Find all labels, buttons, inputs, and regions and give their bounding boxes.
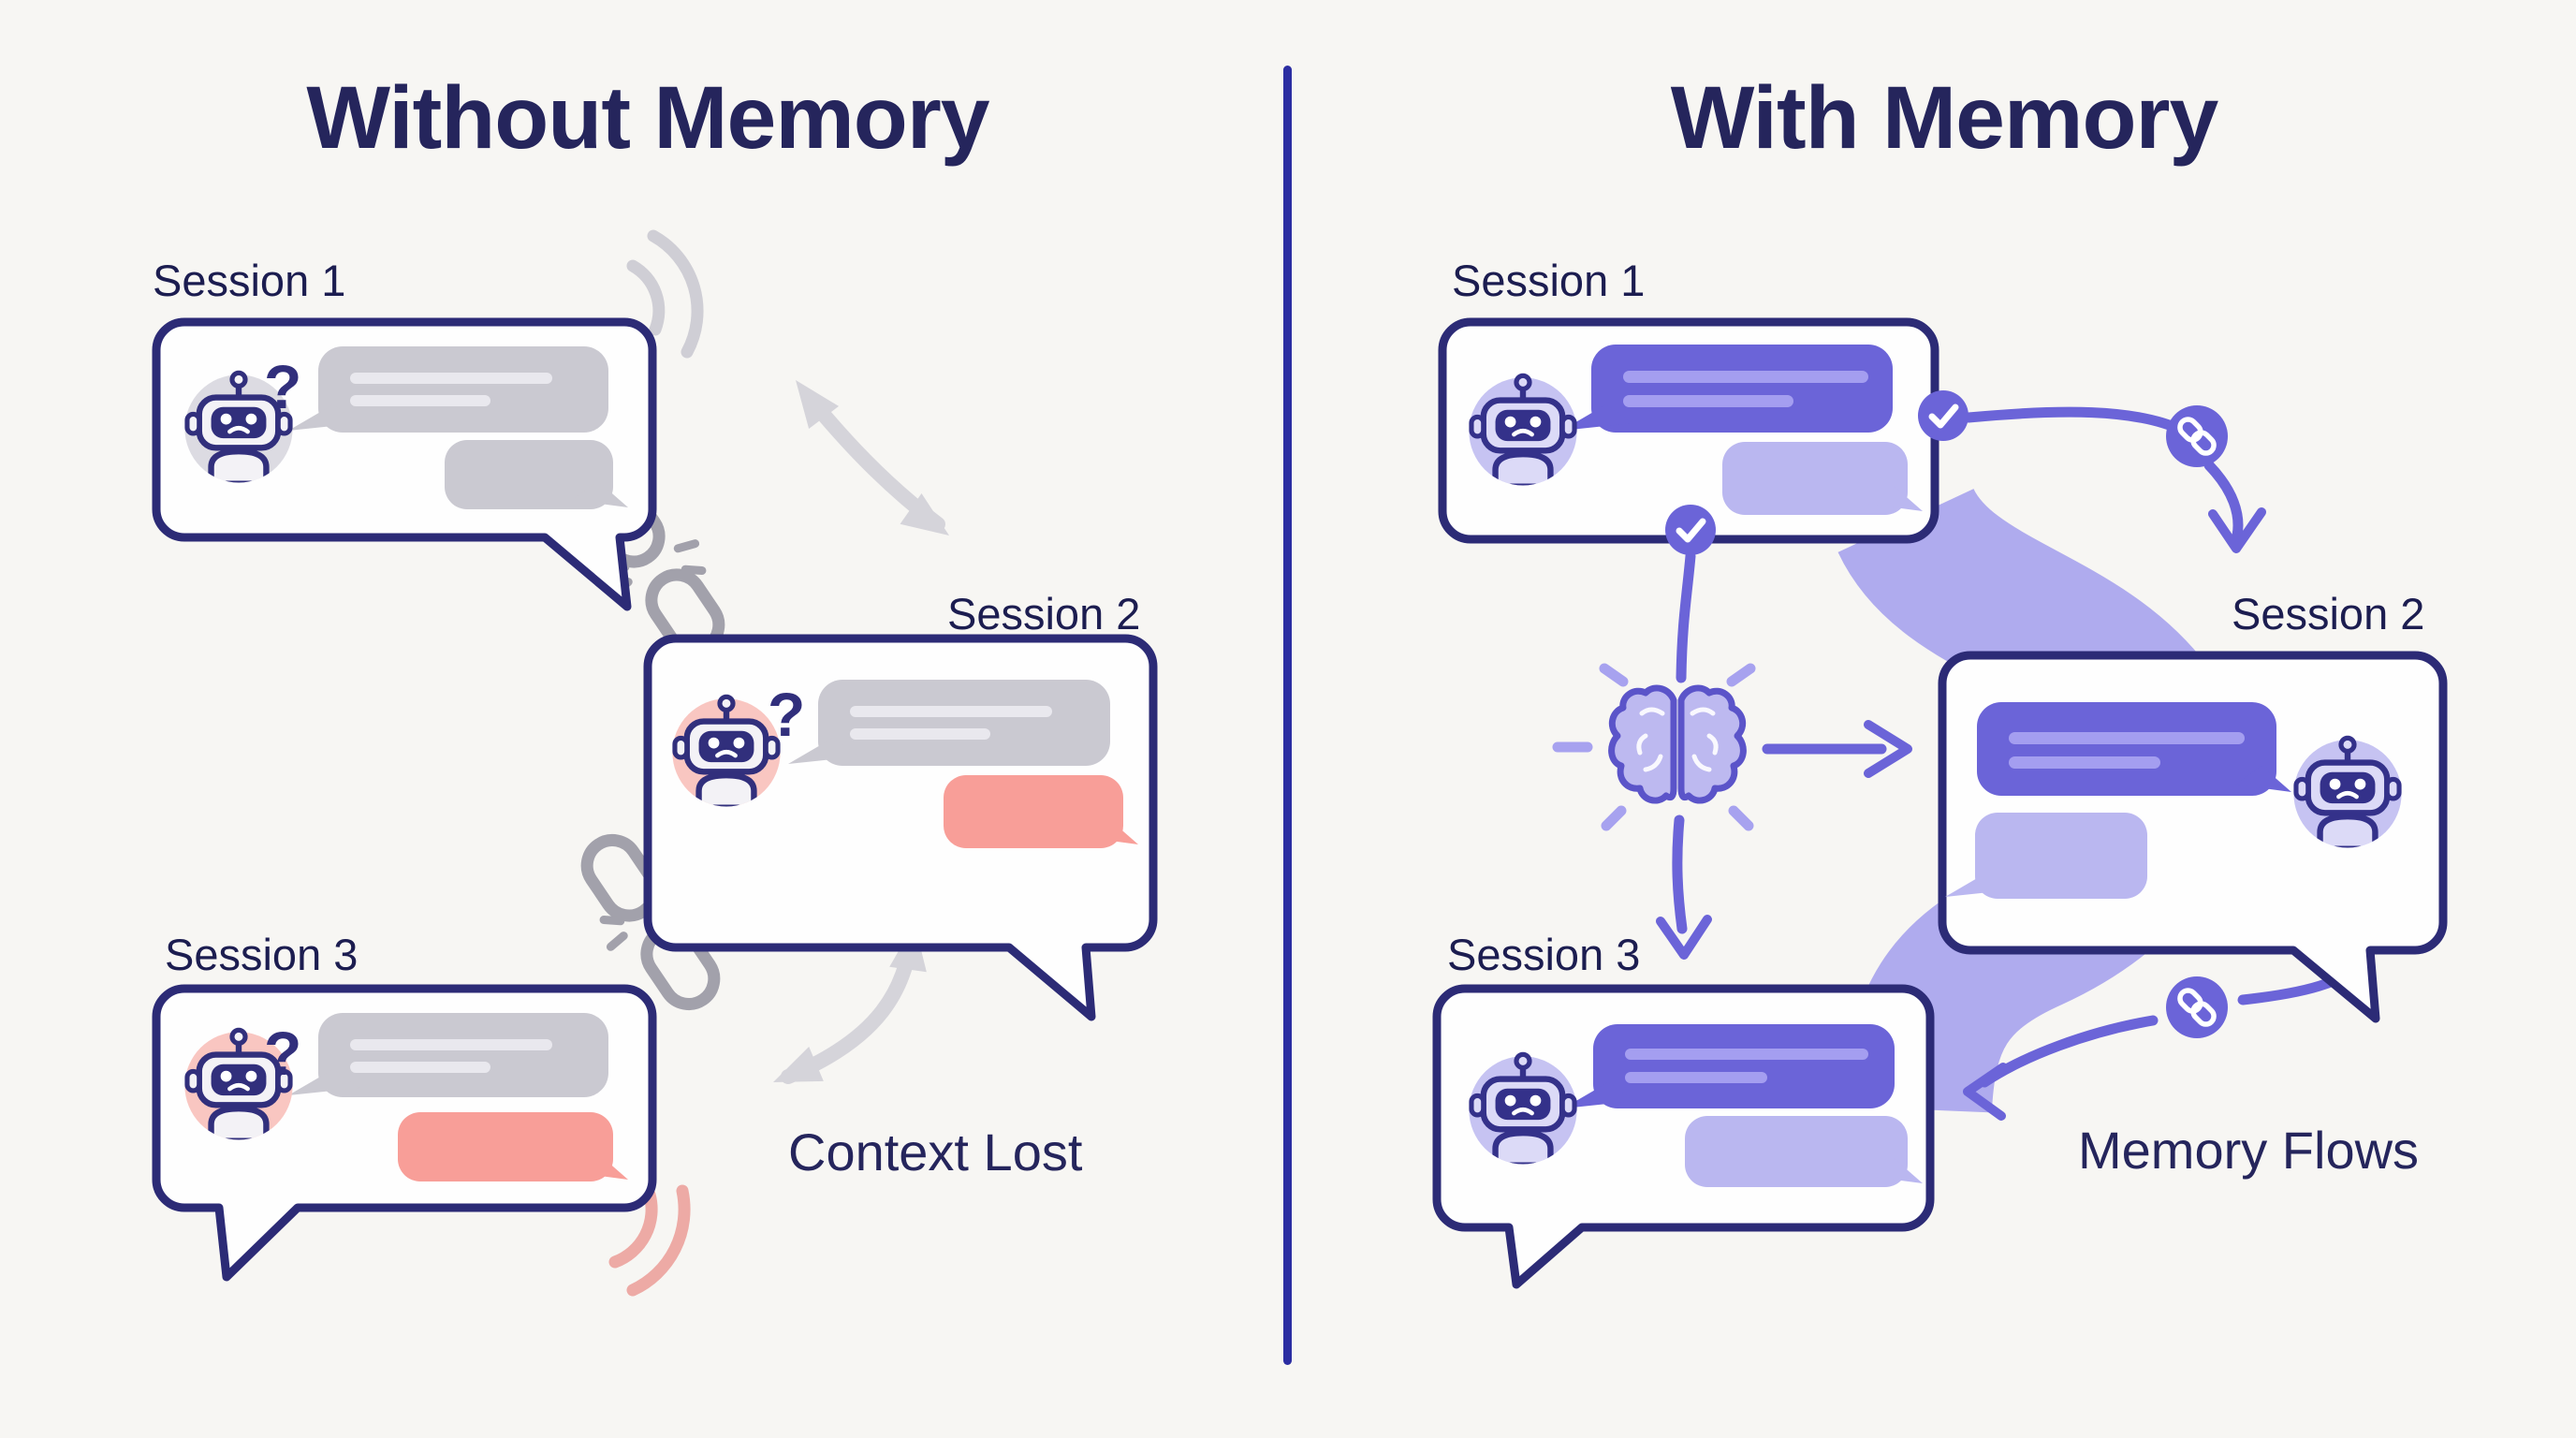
brain-spark-dashes xyxy=(1552,663,1756,831)
brain-icon xyxy=(1608,684,1747,804)
right-session1-label: Session 1 xyxy=(1452,256,1646,305)
signal-arcs-icon xyxy=(626,229,704,359)
question-mark-icon: ? xyxy=(264,1019,301,1088)
left-session1-box: ? xyxy=(152,317,657,611)
chat-bubble-light xyxy=(1685,1116,1923,1187)
brain-to-session2-arrow xyxy=(1762,720,1912,778)
chat-bubble-gray xyxy=(788,680,1110,766)
left-session3-box: ? xyxy=(152,984,657,1282)
chat-bubble-gray xyxy=(445,440,628,509)
chat-bubble-light xyxy=(1945,813,2147,899)
check-to-brain-connector xyxy=(1676,550,1696,683)
panel-divider xyxy=(1283,66,1292,1365)
memory-flows-caption: Memory Flows xyxy=(2078,1121,2420,1180)
left-session3-label: Session 3 xyxy=(165,930,359,979)
chat-bubble-gray xyxy=(288,346,608,433)
chat-bubble-pink xyxy=(398,1112,628,1181)
chat-bubble-accent xyxy=(1563,1024,1895,1108)
left-session2-box: ? xyxy=(643,634,1158,1021)
chat-bubble-accent xyxy=(1561,345,1893,433)
brain-to-session3-arrow xyxy=(1656,814,1712,960)
check-badge-icon-1 xyxy=(1918,390,1969,441)
left-title: Without Memory xyxy=(306,68,989,168)
question-mark-icon: ? xyxy=(768,680,805,749)
curved-double-arrow-icon-bottom xyxy=(766,920,933,1100)
chat-bubble-accent xyxy=(1977,702,2291,796)
link-badge-icon-1 xyxy=(2166,405,2228,467)
chat-bubble-light xyxy=(1722,442,1923,515)
chat-bubble-gray xyxy=(288,1013,608,1097)
left-session2-label: Session 2 xyxy=(947,589,1141,638)
left-session1-label: Session 1 xyxy=(153,256,346,305)
right-session2-box xyxy=(1938,651,2448,1023)
link-badge-icon-2 xyxy=(2166,976,2228,1038)
right-title: With Memory xyxy=(1670,68,2219,168)
question-mark-icon: ? xyxy=(264,352,301,421)
right-session3-box xyxy=(1432,984,1935,1289)
link-connector-1 xyxy=(1963,406,2266,553)
right-session2-label: Session 2 xyxy=(2232,589,2425,638)
right-session3-label: Session 3 xyxy=(1447,930,1641,979)
pink-signal-arcs-icon xyxy=(608,1184,691,1297)
curved-double-arrow-icon-top xyxy=(781,368,960,551)
check-badge-icon-2 xyxy=(1665,505,1716,555)
chat-bubble-pink xyxy=(944,775,1138,848)
context-lost-caption: Context Lost xyxy=(788,1123,1083,1181)
